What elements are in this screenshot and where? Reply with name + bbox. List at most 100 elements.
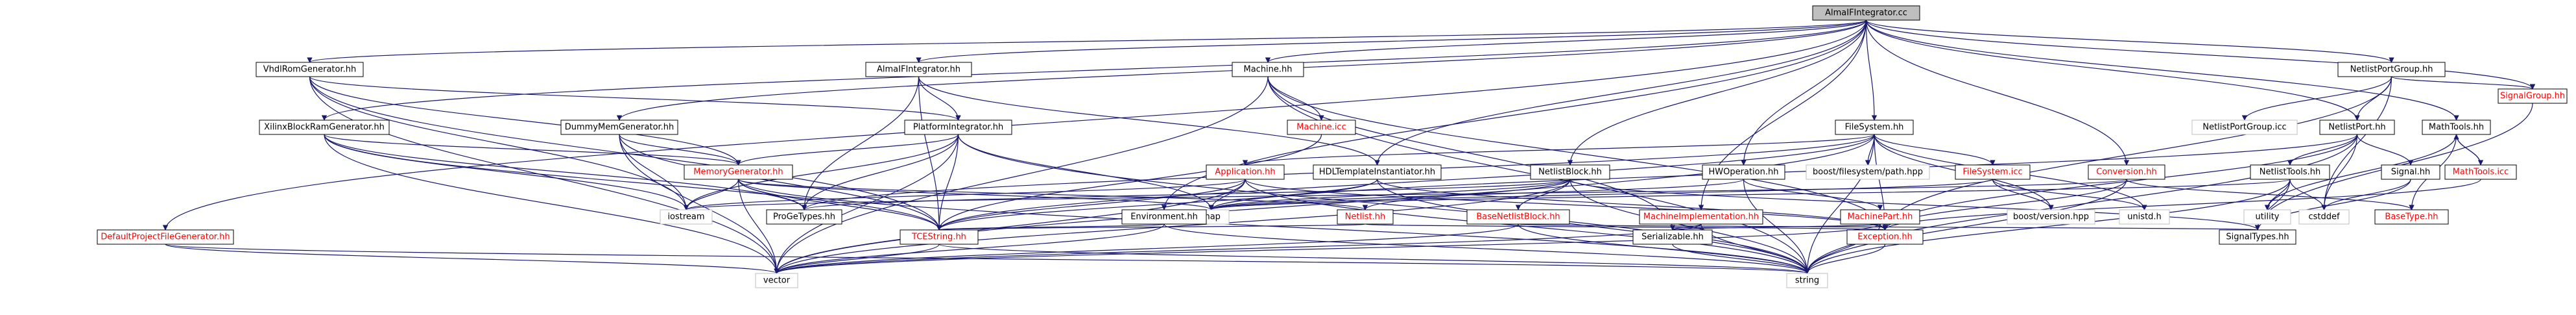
node-label: VhdlRomGenerator.hh [263,65,357,75]
edge-netlistporthh-to-string [1804,134,2358,274]
node-filesystemhh[interactable]: FileSystem.hh [1835,120,1914,135]
node-xilinx[interactable]: XilinxBlockRamGenerator.hh [259,120,390,135]
node-box [2422,120,2491,135]
edge-netlistblock-to-progetypes [802,179,1571,210]
node-label: MachineImplementation.hh [1643,212,1759,222]
node-box [1835,120,1914,135]
node-tcestring[interactable]: TCEString.hh [900,229,979,245]
node-root[interactable]: AlmaIFIntegrator.cc [1812,5,1920,21]
node-label: MemoryGenerator.hh [693,168,783,177]
edge-xilinx-to-iostream [324,134,689,210]
edge-conversion-to-basetype [2126,179,2415,210]
node-defaultproj[interactable]: DefaultProjectFileGenerator.hh [97,229,234,245]
node-label: XilinxBlockRamGenerator.hh [264,123,385,132]
edge-platformint-to-vector [774,134,959,274]
node-label: SignalTypes.hh [2226,233,2289,242]
edge-tcestring-to-vector [774,244,940,274]
node-label: HDLTemplateInstantiator.hh [1319,168,1435,177]
node-progetypes[interactable]: ProGeTypes.hh [766,209,842,225]
edge-xilinx-to-vector [324,134,780,274]
node-exception[interactable]: Exception.hh [1846,229,1924,245]
node-machineicc[interactable]: Machine.icc [1287,120,1356,135]
edge-memorygen-to-netlisthh [737,179,1368,210]
node-label: string [1795,276,1819,286]
node-basenetlistblock[interactable]: BaseNetlistBlock.hh [1466,209,1570,225]
node-box [1530,164,1610,180]
edge-hdltemplate-to-exception [1376,179,1888,231]
node-netlisttools[interactable]: NetlistTools.hh [2250,164,2330,180]
node-box [259,120,390,135]
node-label: NetlistPortGroup.icc [2202,123,2286,132]
node-signaltypes[interactable]: SignalTypes.hh [2219,229,2296,245]
node-machinepart[interactable]: MachinePart.hh [1840,209,1920,225]
edge-root-to-mathtools [1865,19,2459,121]
node-vhdlrom[interactable]: VhdlRomGenerator.hh [256,62,364,77]
node-box [2243,209,2291,225]
edge-signalhh-to-cstddef [2321,179,2411,210]
node-netlistportgroup[interactable]: NetlistPortGroup.hh [2337,62,2446,77]
edge-root-to-xilinx [322,19,1867,121]
edge-platformint-to-string [957,134,1810,274]
node-dummymem[interactable]: DummyMemGenerator.hh [560,120,678,135]
node-mathtools[interactable]: MathTools.hh [2422,120,2491,135]
node-label: NetlistPort.hh [2328,123,2385,132]
node-almaifhh[interactable]: AlmaIFIntegrator.hh [865,62,972,77]
edge-basenetlistblock-to-signaltypes [1518,223,2259,231]
node-signalhh[interactable]: Signal.hh [2381,164,2440,180]
node-label: MathTools.hh [2429,123,2484,132]
edge-vhdlrom-to-memorygen [309,76,741,166]
node-label: FileSystem.hh [1845,123,1904,132]
node-box [1337,209,1394,225]
edge-root-to-netlistblock [1567,19,1867,166]
node-box [1702,164,1785,180]
node-label: boost/filesystem/path.hpp [1813,168,1923,177]
node-machineimpl[interactable]: MachineImplementation.hh [1639,209,1763,225]
node-unistd: unistd.h [2119,209,2170,225]
node-machinehh[interactable]: Machine.hh [1232,62,1304,77]
node-label: Serializable.hh [1641,233,1704,242]
node-basetype[interactable]: BaseType.hh [2374,209,2449,225]
node-netlisthh[interactable]: Netlist.hh [1337,209,1394,225]
node-conversion[interactable]: Conversion.hh [2088,164,2165,180]
node-box [1232,62,1304,77]
node-hdltemplate[interactable]: HDLTemplateInstantiator.hh [1313,164,1442,180]
node-box [2007,209,2095,225]
node-label: DummyMemGenerator.hh [565,123,674,132]
edge-netlistporthh-to-netlisttools [2287,134,2358,166]
node-serializable[interactable]: Serializable.hh [1632,229,1713,245]
edge-netlistblock-to-basenetlistblock [1515,179,1571,210]
edge-environment-to-tcestring [936,223,1165,231]
edge-environment-to-vector [774,223,1165,274]
node-memorygen[interactable]: MemoryGenerator.hh [684,164,793,180]
node-label: Machine.hh [1243,65,1292,75]
edge-vhdlrom-to-iostream [309,76,689,210]
edge-filesystemicc-to-unistd [1992,179,2147,210]
node-environment[interactable]: Environment.hh [1121,209,1207,225]
node-box [660,209,713,225]
edge-environment-to-string [1163,223,1810,274]
edge-netlisthh-to-exception [1365,223,1887,231]
node-label: Machine.icc [1296,123,1346,132]
node-label: FileSystem.icc [1962,168,2022,177]
node-filesystemicc[interactable]: FileSystem.icc [1955,164,2031,180]
node-mathtoolsicc[interactable]: MathTools.icc [2444,164,2517,180]
node-box [766,209,842,225]
node-signalgroup[interactable]: SignalGroup.hh [2498,88,2568,104]
node-netlistporthh[interactable]: NetlistPort.hh [2319,120,2395,135]
node-hwoperation[interactable]: HWOperation.hh [1702,164,1785,180]
node-netlistblock[interactable]: NetlistBlock.hh [1530,164,1610,180]
node-box [755,273,798,288]
edge-dummymem-to-memorygen [619,134,741,166]
node-application[interactable]: Application.hh [1206,164,1285,180]
node-box [1786,273,1828,288]
node-platformint[interactable]: PlatformIntegrator.hh [904,120,1012,135]
node-vector: vector [755,273,798,288]
node-netlistportgroupicc: NetlistPortGroup.icc [2191,120,2298,135]
node-iostream: iostream [660,209,713,225]
edge-vhdlrom-to-platformint [309,76,961,121]
node-label: iostream [667,212,704,222]
edge-dummymem-to-vector [619,134,780,274]
node-box [865,62,972,77]
node-box [2444,164,2517,180]
edge-machinepart-to-vector [774,223,1881,274]
